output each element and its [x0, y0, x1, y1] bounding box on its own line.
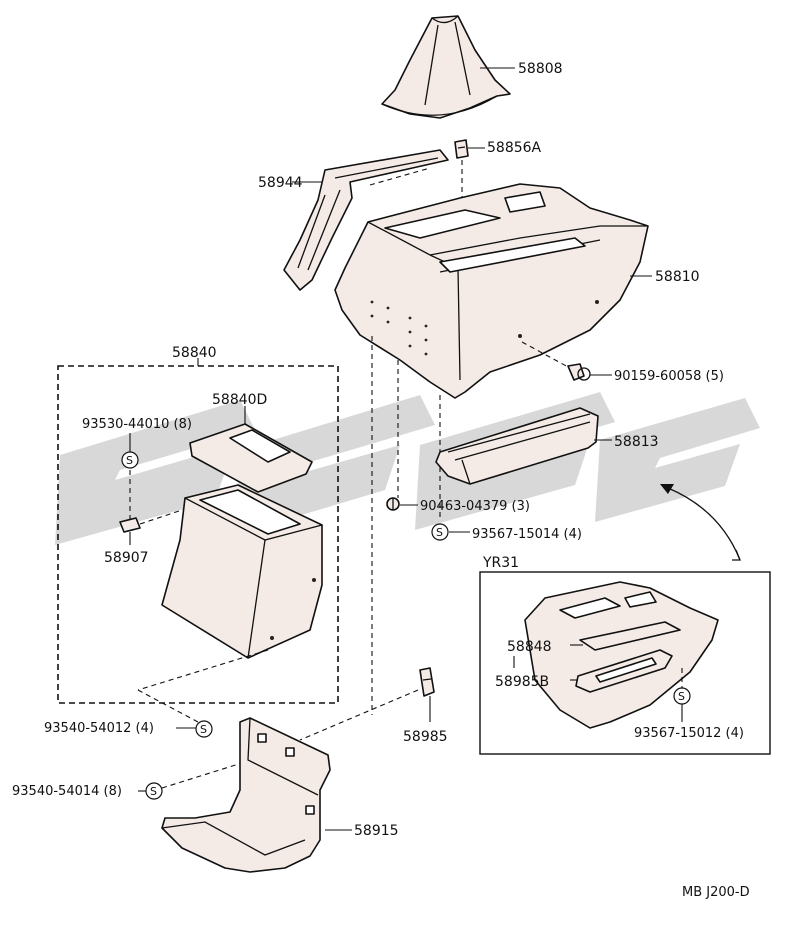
label-58813: 58813 [614, 434, 659, 450]
clip-58856a-part [454, 139, 469, 159]
screw-93567b-icon: S [673, 687, 691, 705]
arrow-tail-yr31 [732, 549, 741, 561]
shift-boot-part [381, 15, 511, 119]
watermark-logo [55, 392, 760, 545]
screw-mark-93540a: S [200, 723, 207, 736]
screw-93567a-icon: S [431, 523, 449, 541]
bracket-58915-part [161, 717, 331, 873]
reference-code: MB J200-D [682, 885, 750, 900]
dash-93540a-1 [137, 649, 269, 691]
screw-mark-93567b: S [678, 690, 685, 703]
label-93567a: 93567-15014 (4) [472, 527, 582, 542]
console-box-part [161, 484, 323, 659]
dash-93540a-2 [137, 689, 199, 723]
clip-58907-part [119, 517, 141, 533]
screw-93540b-icon: S [145, 782, 163, 800]
vent-dots [370, 300, 428, 356]
label-58915: 58915 [354, 823, 399, 839]
label-yr31: YR31 [482, 555, 519, 571]
screw-93530-icon: S [121, 451, 139, 469]
screw-mark-93530: S [126, 454, 133, 467]
label-90159: 90159-60058 (5) [614, 369, 724, 384]
dash-93540b [161, 761, 246, 789]
label-58907: 58907 [104, 550, 149, 566]
screw-mark-93540b: S [150, 785, 157, 798]
dash-90159 [521, 341, 571, 369]
tray-58813-part [435, 407, 599, 485]
label-58985b: 58985B [495, 674, 549, 690]
clip-90463-part [386, 497, 400, 511]
screw-93540a-icon: S [195, 720, 213, 738]
arrowhead-yr31 [660, 484, 674, 494]
label-58856a: 58856A [487, 140, 542, 156]
label-93540b: 93540-54014 (8) [12, 784, 122, 799]
label-90463: 90463-04379 (3) [420, 499, 530, 514]
yr31-console-part [524, 581, 719, 729]
console-body-part [334, 183, 649, 399]
label-58848: 58848 [507, 639, 552, 655]
label-58810: 58810 [655, 269, 700, 285]
label-58985: 58985 [403, 729, 448, 745]
dash-58985 [299, 689, 419, 741]
label-93540a: 93540-54012 (4) [44, 721, 154, 736]
screw-mark-93567a: S [436, 526, 443, 539]
variant-box-yr31 [479, 571, 771, 755]
label-93567b: 93567-15012 (4) [634, 726, 744, 741]
clip-58985-part [419, 667, 435, 697]
label-58840: 58840 [172, 345, 217, 361]
label-58944: 58944 [258, 175, 303, 191]
arrow-curve-yr31 [667, 487, 741, 561]
label-58808: 58808 [518, 61, 563, 77]
label-58840d: 58840D [212, 392, 267, 408]
screw-90159-part [567, 363, 591, 381]
side-trim-part [283, 149, 449, 291]
dash-58944 [369, 167, 431, 186]
label-93530: 93530-44010 (8) [82, 417, 192, 432]
